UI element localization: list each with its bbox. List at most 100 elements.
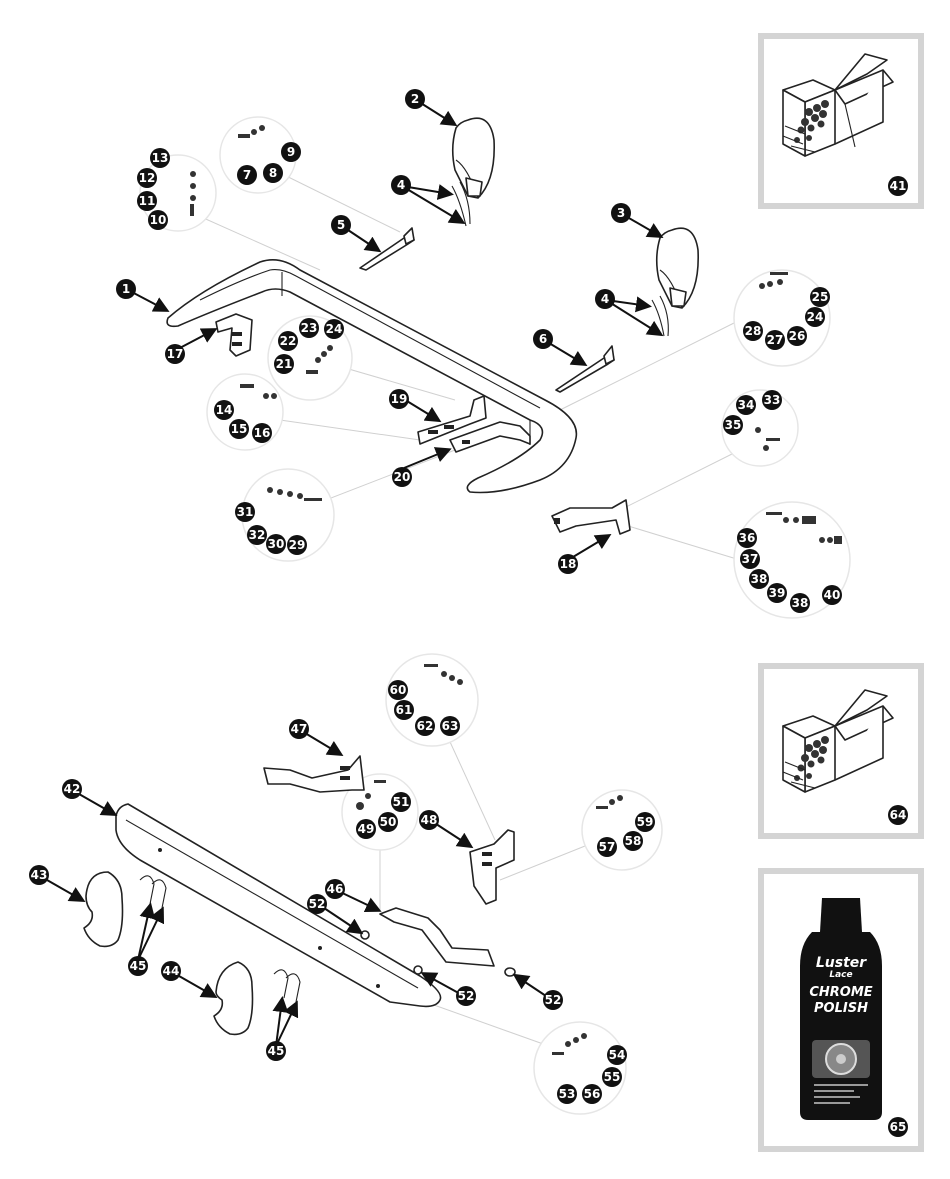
callout-41: 41 <box>888 176 908 196</box>
callout-58: 58 <box>623 831 643 851</box>
callout-9: 9 <box>281 142 301 162</box>
callout-52-b: 52 <box>456 986 476 1006</box>
callout-19: 19 <box>389 389 409 409</box>
callout-40-label: 40 <box>824 588 841 602</box>
callout-8: 8 <box>263 163 283 183</box>
callout-43: 43 <box>29 865 49 885</box>
callout-6: 6 <box>533 329 553 349</box>
callout-63: 63 <box>440 716 460 736</box>
callout-9-label: 9 <box>287 145 295 159</box>
bottle-product-line2: POLISH <box>814 1001 868 1016</box>
hardware-kit-inset-top <box>758 33 924 209</box>
callout-36-label: 36 <box>739 531 756 545</box>
callout-52-c-label: 52 <box>545 993 562 1007</box>
callout-badges: 1 2 3 4 4 5 6 7 8 9 10 11 12 13 14 15 16… <box>29 89 908 1137</box>
callout-46: 46 <box>325 879 345 899</box>
callout-5-label: 5 <box>337 218 345 232</box>
callout-7: 7 <box>237 165 257 185</box>
callout-37-label: 37 <box>742 552 759 566</box>
callout-12: 12 <box>137 168 157 188</box>
callout-43-label: 43 <box>31 868 48 882</box>
callout-51: 51 <box>391 792 411 812</box>
overrider-right <box>655 227 699 309</box>
callout-17: 17 <box>165 344 185 364</box>
hardware-box-icon-2 <box>782 689 894 793</box>
callout-45-bottom: 45 <box>266 1041 286 1061</box>
callout-53: 53 <box>557 1084 577 1104</box>
callout-24-right: 24 <box>805 307 825 327</box>
callout-49-label: 49 <box>358 822 375 836</box>
callout-6-label: 6 <box>539 332 547 346</box>
callout-54: 54 <box>607 1045 627 1065</box>
callout-28: 28 <box>743 321 763 341</box>
callout-18-label: 18 <box>560 557 577 571</box>
callout-49: 49 <box>356 819 376 839</box>
callout-44: 44 <box>161 961 181 981</box>
callout-10: 10 <box>148 210 168 230</box>
callout-53-label: 53 <box>559 1087 576 1101</box>
callout-61: 61 <box>394 700 414 720</box>
callout-55-label: 55 <box>604 1070 621 1084</box>
callout-39: 39 <box>767 583 787 603</box>
callout-14-label: 14 <box>216 403 233 417</box>
callout-62-label: 62 <box>417 719 434 733</box>
callout-15: 15 <box>229 419 249 439</box>
callout-22: 22 <box>278 331 298 351</box>
callout-34-label: 34 <box>738 398 755 412</box>
callout-13-label: 13 <box>152 151 169 165</box>
callout-3-label: 3 <box>617 206 625 220</box>
callout-23-label: 23 <box>301 321 318 335</box>
callout-64: 64 <box>888 805 908 825</box>
overrider-43 <box>83 871 124 948</box>
callout-18: 18 <box>558 554 578 574</box>
callout-42-label: 42 <box>64 782 81 796</box>
callout-57-label: 57 <box>599 840 616 854</box>
callout-16-label: 16 <box>254 426 271 440</box>
callout-56-label: 56 <box>584 1087 601 1101</box>
callout-28-label: 28 <box>745 324 762 338</box>
callout-31: 31 <box>235 502 255 522</box>
callout-1: 1 <box>116 279 136 299</box>
bottle-brand-line2: Lace <box>829 970 852 980</box>
callout-1-label: 1 <box>122 282 130 296</box>
callout-31-label: 31 <box>237 505 254 519</box>
callout-35-label: 35 <box>725 418 742 432</box>
callout-35: 35 <box>723 415 743 435</box>
callout-16: 16 <box>252 423 272 443</box>
callout-62: 62 <box>415 716 435 736</box>
callout-23: 23 <box>299 318 319 338</box>
bracket-6 <box>555 345 615 393</box>
callout-50: 50 <box>378 812 398 832</box>
callout-46-label: 46 <box>327 882 344 896</box>
callout-41-label: 41 <box>890 179 907 193</box>
callout-65-label: 65 <box>890 1120 907 1134</box>
bracket-46 <box>379 907 495 967</box>
callout-4-left-label: 4 <box>397 178 405 192</box>
bracket-19 <box>417 395 487 445</box>
callout-40: 40 <box>822 585 842 605</box>
callout-5: 5 <box>331 215 351 235</box>
callout-50-label: 50 <box>380 815 397 829</box>
callout-59-label: 59 <box>637 815 654 829</box>
bracket-18 <box>551 499 631 535</box>
callout-45-top-label: 45 <box>130 959 147 973</box>
callout-21: 21 <box>274 354 294 374</box>
callout-48: 48 <box>419 810 439 830</box>
callout-56: 56 <box>582 1084 602 1104</box>
callout-47-label: 47 <box>291 722 308 736</box>
callout-65: 65 <box>888 1117 908 1137</box>
hardware-bits <box>190 125 842 1055</box>
callout-44-label: 44 <box>163 964 180 978</box>
callout-2-label: 2 <box>411 92 419 106</box>
callout-39-label: 39 <box>769 586 786 600</box>
callout-55: 55 <box>602 1067 622 1087</box>
chrome-polish-bottle: Luster Lace CHROME POLISH <box>800 898 882 1120</box>
callout-52-a-label: 52 <box>309 897 326 911</box>
callout-29-label: 29 <box>289 538 306 552</box>
callout-60-label: 60 <box>390 683 407 697</box>
callout-52-c: 52 <box>543 990 563 1010</box>
callout-45-top: 45 <box>128 956 148 976</box>
rear-bumper-bar <box>115 803 442 1008</box>
callout-45-bottom-label: 45 <box>268 1044 285 1058</box>
